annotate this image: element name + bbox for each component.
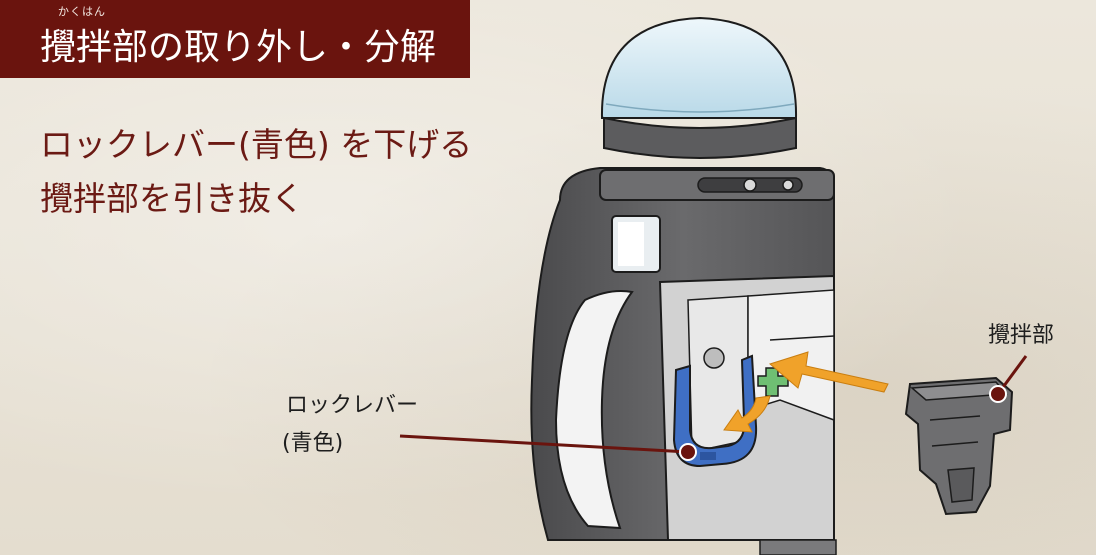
instruction-step-1: ロックレバー(青色) を下げる bbox=[40, 125, 473, 164]
machine-body bbox=[530, 167, 835, 541]
lock-lever-leader bbox=[399, 434, 697, 461]
instruction-step-2: 攪拌部を引き抜く bbox=[40, 179, 304, 218]
lock-lever-label: ロックレバー bbox=[286, 393, 419, 418]
page-title: 攪拌部の取り外し・分解 bbox=[40, 27, 437, 68]
machine-base bbox=[759, 539, 837, 555]
title-banner: かくはん 攪拌部の取り外し・分解 bbox=[0, 0, 470, 78]
green-latch bbox=[757, 367, 789, 397]
water-tank bbox=[600, 16, 798, 159]
stirring-unit-leader bbox=[989, 355, 1028, 403]
lock-lever-color-label: (青色) bbox=[282, 431, 344, 456]
pull-arrow bbox=[768, 351, 889, 393]
stirring-unit-label: 攪拌部 bbox=[988, 323, 1055, 348]
lower-arrow bbox=[723, 395, 771, 433]
title-ruby: かくはん bbox=[58, 5, 106, 18]
